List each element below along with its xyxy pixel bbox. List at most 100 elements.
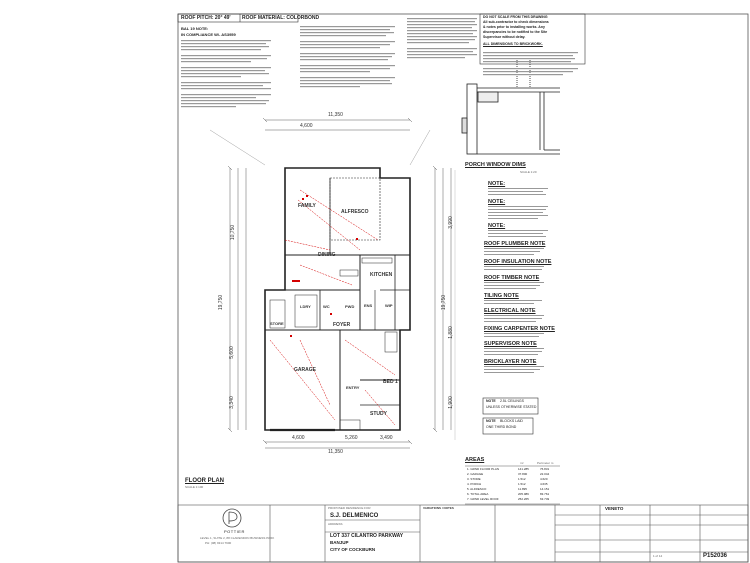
dim-top-width: 11,350 [328,112,343,118]
dimension-lines [229,119,452,449]
areas-table-lines [465,465,560,505]
address-label: ADDRESS [328,522,343,526]
areas-col-m2: m² [520,461,524,465]
blocks-note-l1: BLOCKS LAID [500,419,523,423]
client-name: S.J. DELMENICO [330,513,379,519]
area-row-m2: 1.512 [518,477,526,481]
area-row-m2: 141.285 [518,467,529,471]
areas-col-perimeter: Perimeter m [537,461,554,465]
area-row-m2: 205.089 [518,492,529,496]
porch-title: PORCH WINDOW DIMS [465,162,526,168]
variations-label: VARIATIONS / NOTES [423,506,454,510]
room-garage: GARAGE [294,367,316,373]
roof-plumber-note: ROOF PLUMBER NOTE [484,241,546,247]
company-logo-mark [222,508,242,528]
dim-bottom-sub-left: 4,600 [292,435,305,441]
city: CITY OF COCKBURN [330,547,376,552]
dim-right-height: 19,750 [441,294,448,311]
room-ens: ENS [364,303,373,308]
porch-section-detail [461,60,560,155]
bricklayer-note: BRICKLAYER NOTE [484,359,537,365]
room-kitchen: KITCHEN [370,272,393,278]
roof-material: ROOF MATERIAL: COLORBOND [242,15,320,21]
roof-insulation-note: ROOF INSULATION NOTE [484,259,552,265]
room-wip: WIP [385,303,393,308]
area-row-m2: 11.895 [518,487,527,491]
floor-plan-scale: SCALE 1:100 [185,485,204,489]
dim-bottom-sub-mid: 5,260 [345,435,358,441]
suburb: BANJUP [330,540,349,545]
area-row-label: 7. GRND LEVEL ROOF [467,497,499,501]
roof-lines [209,129,431,166]
room-store: STORE [270,321,284,326]
note-3-title: NOTE: [488,223,506,229]
ceilings-note-title: NOTE [486,399,496,403]
area-row-m2: 252.265 [518,497,529,501]
area-row-perimeter: 14.151 [540,487,550,491]
bal-note-title: BAL 19 NOTE: [181,26,209,31]
area-row-label: 3. STORE [467,477,481,481]
company-name: POTTIER [224,529,245,534]
lot-address: LOT 337 CILANTRO PARKWAY [330,533,404,539]
floor-plan-walls [264,167,411,432]
room-entry: ENTRY [346,385,360,390]
warning-brickwork: ALL DIMENSIONS TO BRICKWORK. [483,42,543,46]
ceilings-note-l1: 2.5L CEILINGS [500,399,524,403]
areas-title: AREAS [465,457,485,463]
dim-bottom-width: 11,350 [328,449,343,455]
room-powder: PWD [345,304,355,309]
area-row-perimeter: 63.749 [540,497,550,501]
floor-plan-title: FLOOR PLAN [185,478,224,484]
tiling-note: TILING NOTE [484,293,519,299]
room-foyer: FOYER [333,322,351,328]
area-row-label: 5. ALFRESCO [467,487,487,491]
area-row-perimeter: 4.620 [540,477,548,481]
warning-line-4: discrepancies to be notified to the Site [483,30,548,34]
electrical-runs [269,189,396,426]
red-markers [290,195,358,337]
blocks-note-title: NOTE [486,419,496,423]
warning-line-1: DO NOT SCALE FROM THIS DRAWING [483,15,548,19]
dim-left-c: 3,340 [228,396,235,409]
dim-right-a: 3,990 [447,216,454,229]
dim-left-a: 10,750 [230,224,237,241]
warning-line-2: All sub-contractor to check dimensions [483,20,549,24]
company-address: LEVEL 1, SUITE 2, 88 CLARENDON BUSINESS … [200,536,275,540]
job-number: P152036 [703,553,728,559]
roof-timber-note: ROOF TIMBER NOTE [484,275,540,281]
area-row-m2: 1.512 [518,482,526,486]
company-phone: PH: (08) 9314 7900 [205,541,232,545]
room-laundry: LDRY [300,304,311,309]
area-row-perimeter: 83.761 [540,492,550,496]
blocks-note-l2: ONE THIRD BOND [486,425,517,429]
roof-pitch: ROOF PITCH: 20° 49' [181,15,231,21]
ceilings-note-l2: UNLESS OTHERWISE STATED [486,405,537,409]
area-row-perimeter: 76.831 [540,467,550,471]
dim-top-sub: 4,600 [300,123,313,129]
room-dining: DINING [318,252,336,258]
proposed-label: PROPOSED RESIDENCE FOR [328,506,371,510]
porch-scale: SCALE 1:20 [520,170,537,174]
area-row-label: 2. GARAGE [467,472,484,476]
room-bed1: BED 1 [383,379,398,385]
room-study: STUDY [370,411,387,417]
room-wc: WC [323,304,330,309]
dim-right-b: 1,880 [447,326,454,339]
area-row-label: 6. TOTAL AREA [467,492,489,496]
dim-right-c: 1,900 [447,396,454,409]
warning-line-5: Supervisor without delay. [483,35,526,39]
area-row-label: 4. PORCH [467,482,482,486]
bal-compliance: IN COMPLIANCE W/- AS3959 [181,32,236,37]
note-2-title: NOTE: [488,199,506,205]
area-row-label: 1. GRND FLOOR PLAN [467,467,500,471]
supervisor-note: SUPERVISOR NOTE [484,341,537,347]
dim-left-b: 5,600 [228,346,235,359]
note-1-title: NOTE: [488,181,506,187]
room-alfresco: ALFRESCO [341,209,369,215]
sheet-number: 1 of 14 [653,554,663,558]
title-block-lines [177,504,749,563]
dimension-ticks [227,117,438,445]
